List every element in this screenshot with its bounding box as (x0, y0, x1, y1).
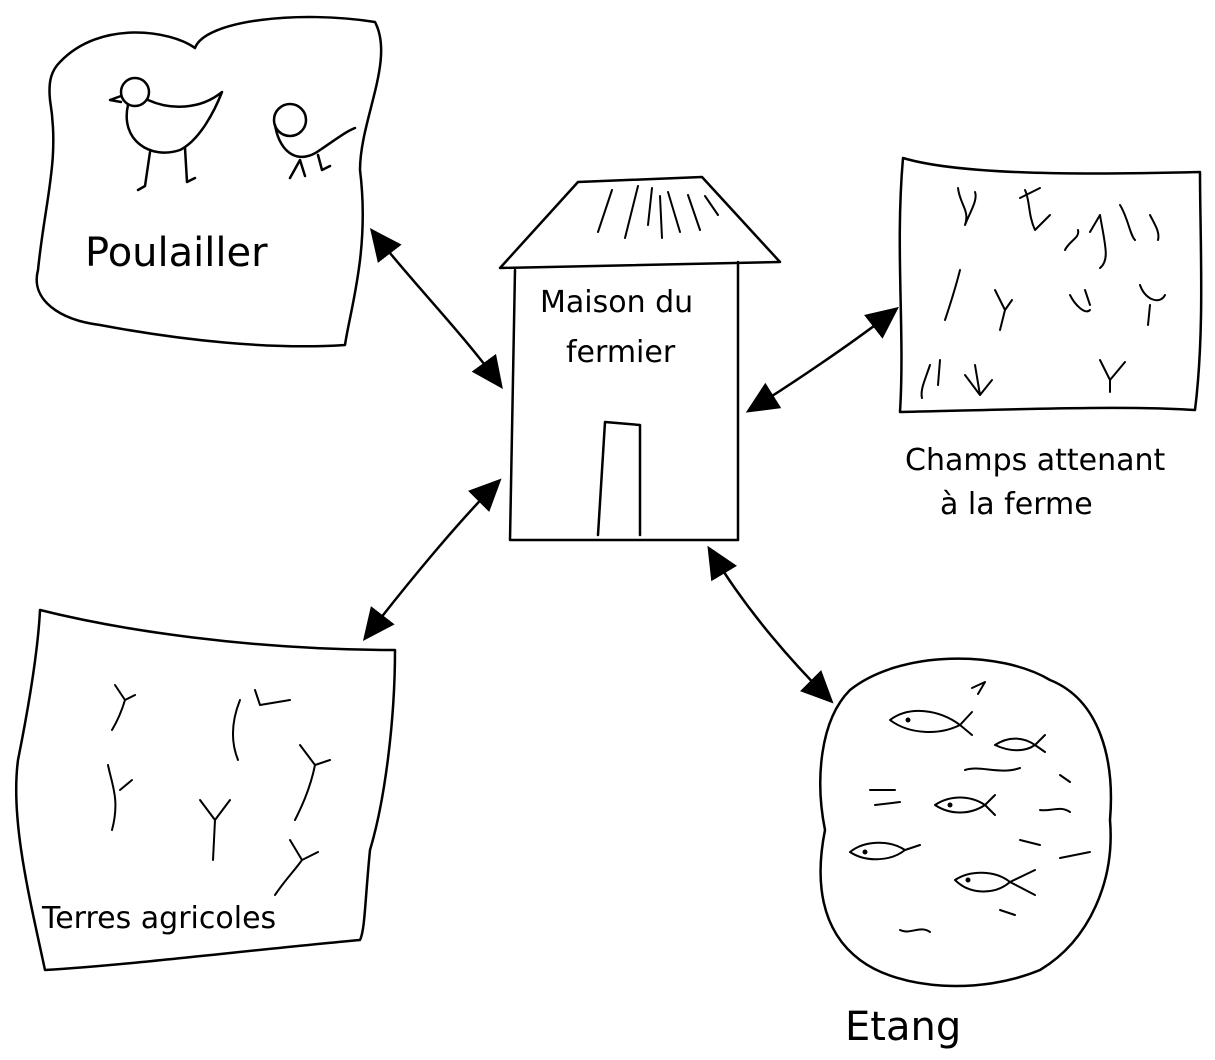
chicken-icon (108, 76, 224, 192)
fish-icons (849, 681, 1046, 896)
crop-icons (107, 684, 331, 896)
maison-label: Maison du fermier (540, 285, 703, 370)
champs-label-line1: Champs attenant (905, 443, 1166, 478)
etang-label: Etang (845, 1004, 961, 1050)
arrow-maison-champs (745, 306, 899, 413)
poulailler-label: Poulailler (85, 230, 268, 276)
terres-label: Terres agricoles (41, 901, 276, 936)
champs-node: Champs attenant à la ferme (898, 156, 1203, 522)
crop-icons (920, 187, 1166, 399)
poulailler-node: Poulailler (35, 15, 383, 348)
maison-label-line1: Maison du (540, 285, 693, 320)
terres-node: Terres agricoles (14, 608, 397, 972)
champs-label-line2: à la ferme (940, 487, 1093, 522)
wave-icons (869, 767, 1091, 933)
arrow-maison-terres (362, 478, 502, 641)
maison-label-line2: fermier (566, 335, 676, 370)
arrow-maison-etang (707, 545, 834, 704)
arrow-maison-poulailler (369, 228, 503, 390)
etang-node: Etang (819, 657, 1113, 1050)
maison-node: Maison du fermier (498, 175, 782, 542)
chick-icon (272, 102, 357, 180)
champs-label: Champs attenant à la ferme (905, 443, 1175, 522)
